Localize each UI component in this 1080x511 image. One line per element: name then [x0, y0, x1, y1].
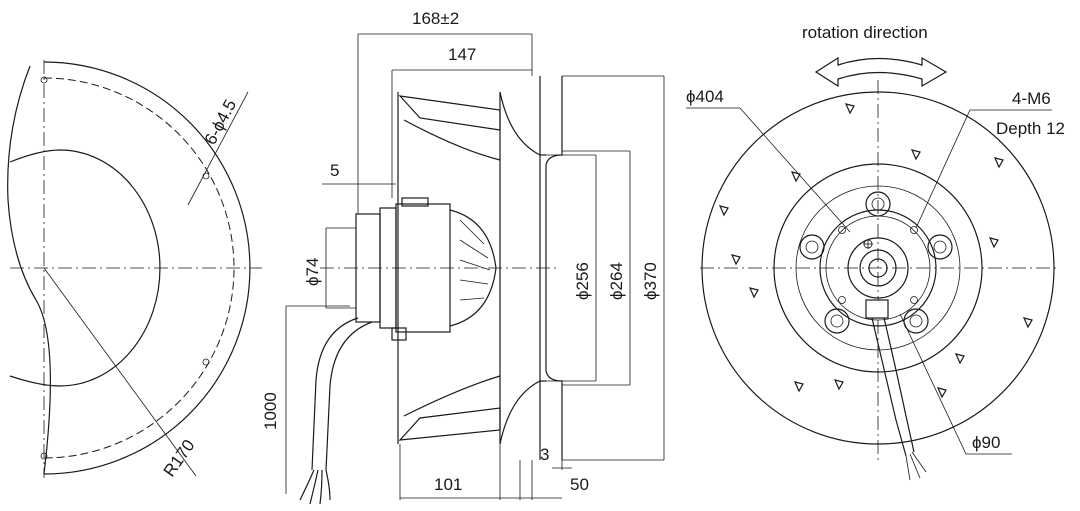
thread-hole	[910, 226, 918, 234]
mount-boss	[799, 234, 825, 260]
wire	[299, 469, 315, 501]
dia-370-label: ϕ370	[641, 262, 660, 300]
dia-264-label: ϕ264	[607, 262, 626, 300]
mount-hole	[202, 358, 210, 366]
thread-label: 4-M6	[1012, 89, 1051, 108]
inner-ring	[773, 163, 983, 373]
cable	[311, 317, 359, 471]
blade-tip	[936, 387, 947, 399]
mount-hole	[40, 452, 48, 460]
holes-leader	[187, 91, 249, 206]
wire	[911, 451, 927, 473]
depth-101-label: 101	[434, 475, 462, 494]
blade-curve	[403, 119, 501, 161]
mount-hole	[202, 172, 210, 180]
fin	[459, 259, 491, 271]
blade-tip	[718, 205, 729, 217]
terminal-box	[401, 197, 429, 207]
wire	[309, 469, 319, 505]
fin	[459, 279, 489, 285]
shaft-boss	[859, 249, 897, 287]
mount-boss	[865, 191, 891, 217]
cable-length-label: 1000	[261, 392, 280, 430]
wire	[325, 469, 331, 501]
mount-hole	[933, 240, 947, 254]
gap-3-label: 3	[540, 445, 549, 464]
blade-tip	[748, 287, 759, 299]
hub	[847, 237, 909, 299]
leader-m6	[915, 109, 971, 229]
impeller-blade	[398, 95, 501, 131]
wire	[319, 469, 323, 505]
thread-hole	[910, 296, 918, 304]
fin	[459, 297, 485, 301]
hub-dia-label: ϕ90	[972, 433, 1000, 452]
mount-boss	[927, 234, 953, 260]
motor-body	[395, 203, 451, 333]
blade-tip	[988, 237, 999, 249]
section-edge	[7, 65, 51, 475]
mount-hole	[40, 76, 48, 84]
thread-depth-label: Depth 12	[996, 119, 1065, 138]
mount-hole	[871, 197, 885, 211]
impeller-outline	[701, 91, 1055, 445]
front-view: rotation direction ϕ404 4-M6 Depth 12 ϕ9…	[686, 23, 1065, 481]
cable-gland	[865, 299, 889, 319]
impeller-blade	[398, 407, 501, 441]
leader-90	[899, 313, 967, 455]
inner-ring-thin	[795, 185, 961, 351]
blade-tip	[910, 149, 921, 161]
fin	[459, 219, 485, 245]
rotation-arrow	[814, 56, 948, 88]
depth-50-label: 50	[570, 475, 589, 494]
leader-404	[739, 107, 851, 233]
mount-hole	[909, 314, 923, 328]
wire	[905, 455, 911, 481]
overall-length-label: 168±2	[412, 9, 459, 28]
side-view: 168±2 147 5 ϕ74 1000 ϕ256 ϕ264 ϕ370 3 10…	[261, 9, 665, 505]
radius-leader	[43, 267, 197, 477]
shroud-curve	[499, 380, 546, 445]
blade-tip	[833, 379, 844, 391]
dia-256-label: ϕ256	[573, 262, 592, 300]
blade-tip	[1022, 317, 1033, 329]
cable	[883, 317, 915, 453]
motor-dia-label: ϕ74	[303, 258, 322, 286]
motor-dome	[449, 209, 497, 327]
wire	[909, 453, 921, 479]
inlet-ring	[545, 76, 563, 460]
shroud-curve	[499, 91, 546, 156]
cable	[325, 321, 373, 471]
blade-tip	[730, 254, 741, 266]
thread-hole	[838, 296, 846, 304]
inlet-ring-view: 6-ϕ4.5 R170	[7, 60, 262, 480]
blade-tip	[790, 171, 801, 183]
blade-tip	[993, 157, 1004, 169]
blade-curve	[403, 375, 501, 417]
cable-gland	[391, 327, 407, 341]
radius-label: R170	[160, 436, 199, 480]
thread-hole	[838, 226, 846, 234]
impeller-dia-label: ϕ404	[686, 87, 724, 106]
cable	[871, 317, 907, 457]
mount-boss	[903, 308, 929, 334]
blade-tip	[954, 353, 965, 365]
blade-tip	[793, 381, 804, 393]
shaft	[868, 258, 888, 278]
outer-arc	[43, 61, 251, 475]
inner-opening-arc	[9, 149, 161, 387]
flange-label: 5	[330, 161, 339, 180]
holes-label: 6-ϕ4.5	[201, 96, 240, 148]
mount-hole	[805, 240, 819, 254]
blade-tip	[844, 103, 855, 115]
bolt-circle-arc	[43, 77, 235, 459]
mount-boss	[824, 308, 850, 334]
rotation-label: rotation direction	[802, 23, 928, 42]
fin	[459, 239, 489, 259]
mount-hole	[830, 314, 844, 328]
housing-length-label: 147	[448, 45, 476, 64]
